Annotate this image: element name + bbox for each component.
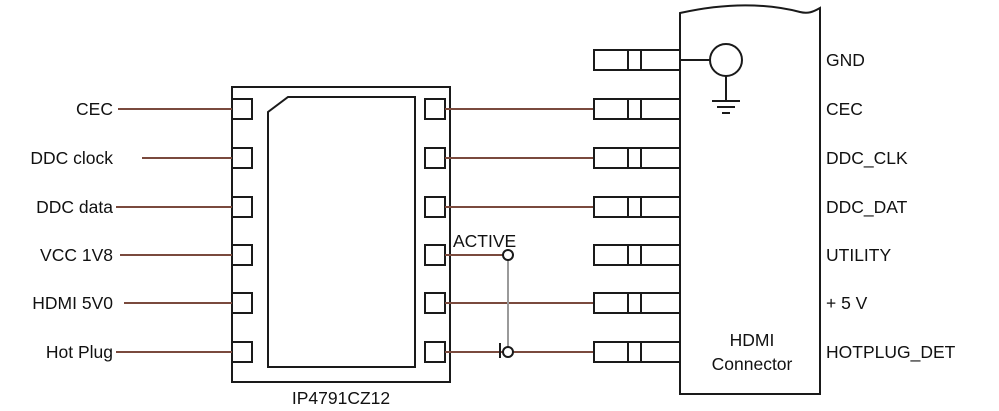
connector-label-hotplug-det: HOTPLUG_DET: [826, 342, 956, 363]
connector-title-line1: HDMI: [730, 330, 775, 350]
ic-pad-left-6: [231, 341, 253, 363]
right-wires: [445, 108, 594, 353]
active-jumper-top-node: [502, 249, 514, 261]
ic-pad-right-5: [424, 292, 446, 314]
ic-pad-right-6: [424, 341, 446, 363]
left-label-cec: CEC: [76, 99, 113, 119]
ic-pad-right-3: [424, 196, 446, 218]
connector-pin-4: [593, 196, 681, 218]
active-label: ACTIVE: [453, 231, 516, 251]
connector-pin-5: [593, 244, 681, 266]
ic-pad-left-1: [231, 98, 253, 120]
connector-label-utility: UTILITY: [826, 245, 891, 265]
left-label-ddc-clock: DDC clock: [30, 148, 113, 168]
connector-pin-6: [593, 292, 681, 314]
connector-label-plus-5v: + 5 V: [826, 293, 868, 313]
connector-pin-2: [593, 98, 681, 120]
connector-pin-7: [593, 341, 681, 363]
connector-label-ddc-dat: DDC_DAT: [826, 197, 908, 218]
ic-die-outline: [267, 96, 416, 368]
connector-pins: [593, 49, 681, 363]
connector-label-cec: CEC: [826, 99, 863, 119]
ic-body: [231, 86, 451, 383]
connector-label-gnd: GND: [826, 50, 865, 70]
connector-label-ddc-clk: DDC_CLK: [826, 148, 908, 169]
left-label-ddc-data: DDC data: [36, 197, 113, 217]
ic-pad-right-4: [424, 244, 446, 266]
active-jumper-bottom-node: [502, 346, 514, 358]
left-wires: [116, 108, 232, 353]
ic-pad-right-1: [424, 98, 446, 120]
connector-pin-1: [593, 49, 681, 71]
ground-icon: [712, 100, 740, 114]
connector-pin-3: [593, 147, 681, 169]
left-label-vcc-1v8: VCC 1V8: [40, 245, 113, 265]
shield-circle-icon: [709, 43, 743, 77]
hdmi-connector-body: [679, 4, 821, 395]
ic-pad-left-4: [231, 244, 253, 266]
left-label-hdmi-5v0: HDMI 5V0: [32, 293, 113, 313]
connector-title-line2: Connector: [712, 354, 793, 374]
ic-pad-right-2: [424, 147, 446, 169]
left-label-hot-plug: Hot Plug: [46, 342, 113, 362]
ic-pad-left-5: [231, 292, 253, 314]
ic-pad-left-3: [231, 196, 253, 218]
ic-left-pads: [231, 98, 253, 363]
chip-name-label: IP4791CZ12: [292, 388, 390, 408]
ic-pad-left-2: [231, 147, 253, 169]
ic-right-pads: [424, 98, 446, 363]
